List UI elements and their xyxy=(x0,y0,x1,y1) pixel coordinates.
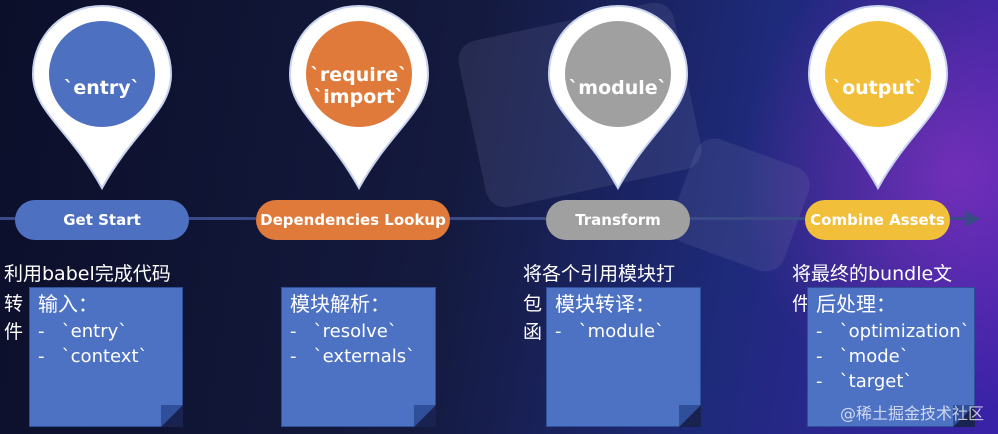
note-title: 输入： xyxy=(38,292,98,316)
pin-circle-blue xyxy=(49,21,155,127)
note-module-transpile: 模块转译： - `module` xyxy=(546,287,701,427)
pin-label: `module` xyxy=(568,77,668,99)
note-fold xyxy=(161,405,183,427)
note-item: - `module` xyxy=(555,321,665,342)
pin-output: `output` xyxy=(805,2,951,192)
note-item: - `target` xyxy=(816,371,913,392)
step-pill-get-start: Get Start xyxy=(15,200,189,240)
pin-label: `output` xyxy=(832,77,924,99)
note-module-resolve: 模块解析： - `resolve` - `externals` xyxy=(281,287,436,427)
timeline-line xyxy=(0,217,980,220)
timeline-arrowhead xyxy=(966,211,980,227)
pin-circle-gray xyxy=(565,21,671,127)
note-item: - `optimization` xyxy=(816,321,970,342)
note-item: - `context` xyxy=(38,346,148,367)
step-caption-1: 利用babel完成代码 转 件 xyxy=(4,263,171,343)
watermark: @稀土掘金技术社区 xyxy=(839,404,984,423)
step-caption-3: 将各个引用模块打 包 函 xyxy=(523,263,676,343)
pin-circle-yellow xyxy=(825,21,931,127)
step-pill-dependencies-lookup: Dependencies Lookup xyxy=(256,200,450,240)
step-caption-4: 将最终的bundle文 件 xyxy=(792,263,953,315)
step-pill-combine-assets: Combine Assets xyxy=(805,200,950,240)
note-item: - `externals` xyxy=(290,346,416,367)
step-pill-transform: Transform xyxy=(546,200,690,240)
note-fold xyxy=(953,405,975,427)
pin-label: `entry` xyxy=(63,77,141,99)
note-item: - `entry` xyxy=(38,321,128,342)
note-title: 后处理： xyxy=(816,292,896,316)
note-item: - `resolve` xyxy=(290,321,397,342)
pin-circle-orange xyxy=(306,21,412,127)
pin-module: `module` xyxy=(545,2,691,192)
pin-require-import: `require` `import` xyxy=(286,2,432,192)
note-title: 模块转译： xyxy=(555,292,655,316)
note-title: 模块解析： xyxy=(290,292,390,316)
note-post-process: 后处理： - `optimization` - `mode` - `target… xyxy=(807,287,975,427)
note-fold xyxy=(679,405,701,427)
pin-entry: `entry` xyxy=(29,2,175,192)
note-input: 输入： - `entry` - `context` xyxy=(29,287,183,427)
note-fold xyxy=(414,405,436,427)
note-item: - `mode` xyxy=(816,346,909,367)
pin-label: `require` `import` xyxy=(310,64,408,108)
